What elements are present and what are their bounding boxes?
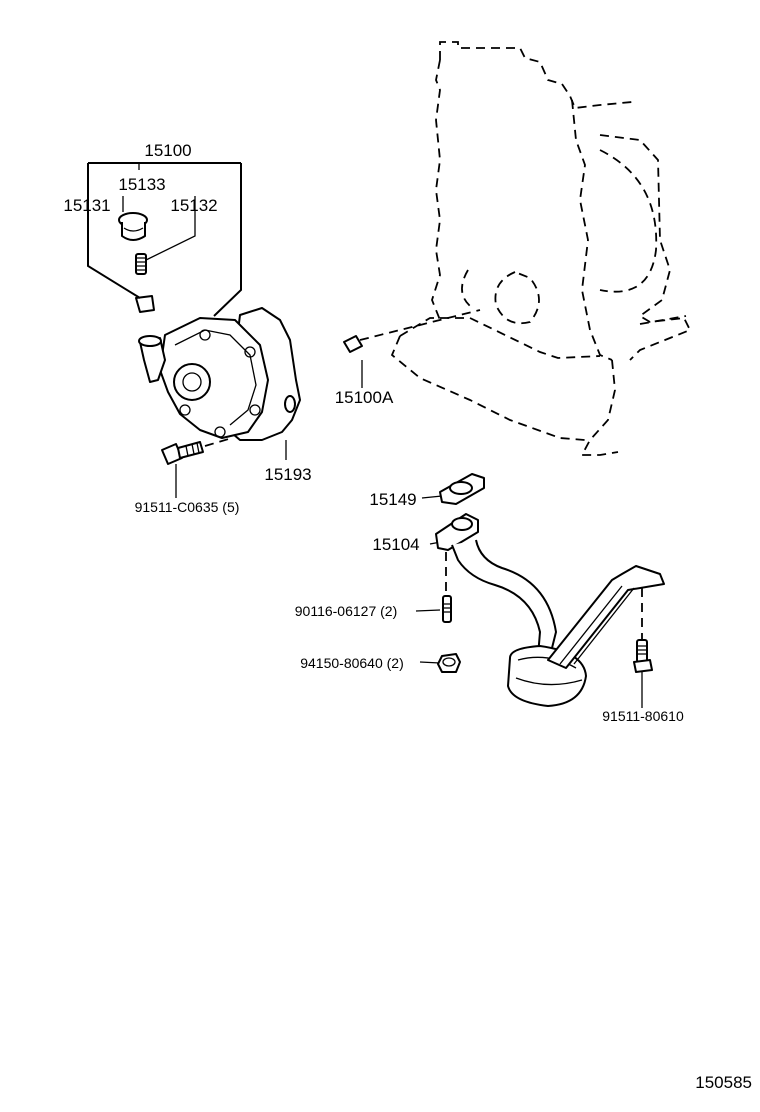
- relief-valve[interactable]: [135, 295, 155, 313]
- label-oil-strainer[interactable]: 15104: [372, 535, 419, 554]
- strainer-gasket[interactable]: [439, 473, 485, 505]
- label-oil-pump-assy[interactable]: 15100: [144, 141, 191, 160]
- label-relief-valve[interactable]: 15131: [63, 196, 110, 215]
- bracket-lines: [87, 162, 643, 708]
- engine-block-outline: [359, 41, 692, 456]
- pump-bolt-guide: [204, 437, 233, 447]
- stud[interactable]: [442, 595, 452, 623]
- strainer-bolt[interactable]: [633, 639, 653, 673]
- label-strainer-bolt[interactable]: 91511-80610: [602, 708, 684, 724]
- label-pin[interactable]: 15100A: [335, 388, 394, 407]
- relief-valve-plug[interactable]: [118, 212, 148, 241]
- oil-pump-body[interactable]: [138, 307, 301, 441]
- nut[interactable]: [437, 653, 461, 673]
- label-stud[interactable]: 90116-06127 (2): [295, 603, 397, 619]
- relief-valve-spring[interactable]: [135, 253, 147, 275]
- label-relief-spring[interactable]: 15132: [170, 196, 217, 215]
- diagram-id: 150585: [695, 1073, 752, 1092]
- label-pump-bolt[interactable]: 91511-C0635 (5): [135, 499, 240, 515]
- label-strainer-gasket[interactable]: 15149: [369, 490, 416, 509]
- pump-bolt[interactable]: [161, 441, 204, 465]
- label-nut[interactable]: 94150-80640 (2): [300, 655, 404, 671]
- label-pump-gasket[interactable]: 15193: [264, 465, 311, 484]
- label-relief-valve-plug[interactable]: 15133: [118, 175, 165, 194]
- oil-strainer[interactable]: [435, 513, 665, 707]
- pin[interactable]: [343, 335, 363, 353]
